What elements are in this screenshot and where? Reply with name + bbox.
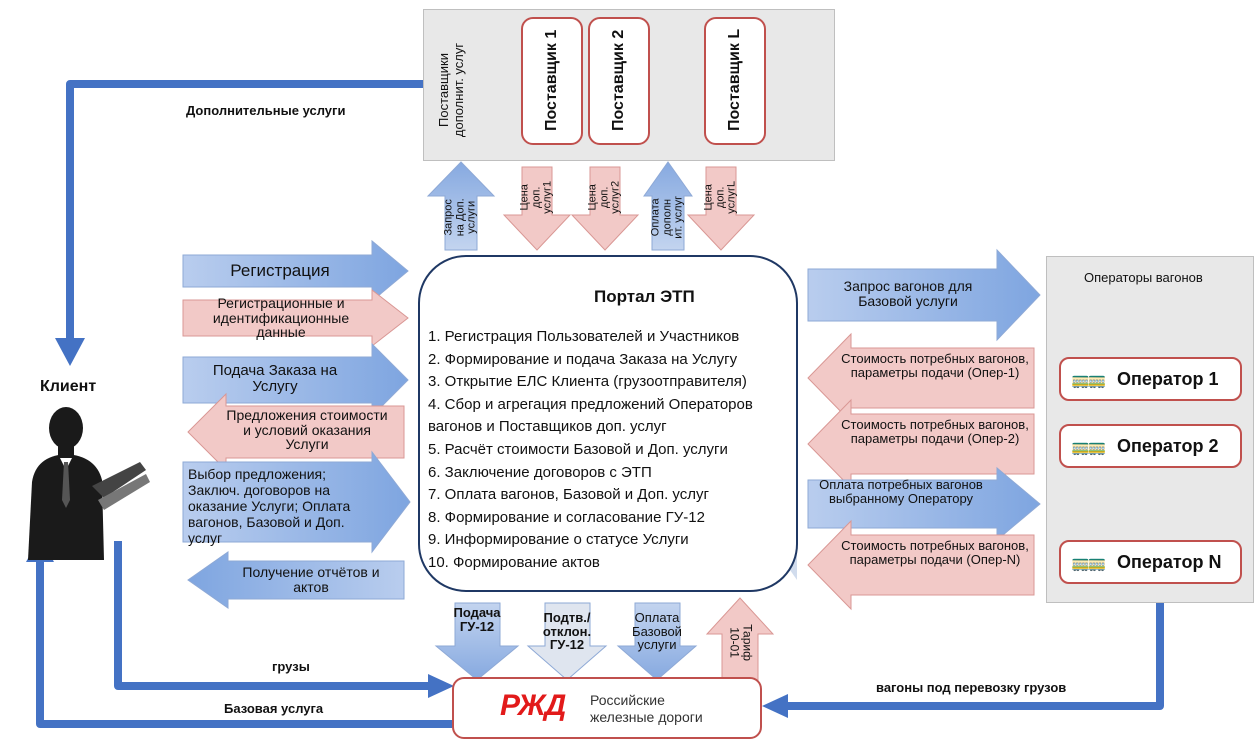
operator-1-label: Оператор 1: [1117, 369, 1219, 389]
left-arrows: [182, 239, 411, 609]
submit-gu12-label: Подача ГУ-12: [453, 605, 501, 634]
cargo-label: грузы: [272, 659, 310, 674]
right-arrows: [807, 248, 1041, 611]
request-wagons-label: Запрос вагонов для Базовой услуги: [843, 278, 973, 309]
arrow-request-additional: [426, 161, 496, 251]
arrow-pay-base: [616, 602, 698, 681]
price1-label: Цена доп. услуг1: [518, 180, 554, 214]
cost1-label: Стоимость потребных вагонов, параметры п…: [841, 351, 1029, 380]
arrow-price2: [570, 166, 640, 251]
supplier-2-label: Поставщик 2: [610, 29, 627, 131]
payment-additional-label: Оплата дополн ит. услуг: [649, 195, 685, 239]
reg-data-label: Регистрационные и идентификационные данн…: [212, 295, 350, 341]
arrow-reports: [187, 551, 405, 609]
portal-item: 9. Информирование о статусе Услуги: [428, 531, 689, 549]
wagons-arrowhead: [762, 694, 788, 718]
priceL-label: Цена доп. услугL: [702, 180, 738, 214]
client-label: Клиент: [40, 378, 97, 395]
operator-2-label: Оператор 2: [1117, 436, 1219, 456]
request-additional-label: Запрос на Доп. услуги: [442, 198, 478, 237]
registration-label: Регистрация: [230, 261, 330, 280]
portal-item: 5. Расчёт стоимости Базовой и Доп. услуг…: [428, 440, 728, 458]
rzd-box: РЖД Российские железные дороги: [452, 677, 762, 739]
portal-function-list: 1. Регистрация Пользователей и Участнико…: [428, 326, 798, 575]
portal-item: 10. Формирование актов: [428, 553, 600, 571]
supplier-l-label: Поставщик L: [726, 28, 743, 131]
portal-item: 6. Заключение договоров с ЭТП: [428, 463, 652, 481]
arrow-order: [182, 342, 409, 418]
arrow-payment-operator: [807, 466, 1041, 542]
arrow-costN: [807, 519, 1035, 611]
wagons-line: [786, 602, 1164, 710]
portal-item: 7. Оплата вагонов, Базовой и Доп. услуг: [428, 486, 709, 504]
operator-n-box: 🚃🚃 Оператор N: [1059, 540, 1242, 584]
additional-services-arrowhead: [55, 338, 85, 366]
supplier-1-label: Поставщик 1: [543, 29, 560, 131]
arrow-tariff: [705, 597, 775, 681]
arrow-registration: [182, 239, 409, 303]
rzd-name-line1: Российские: [590, 692, 665, 708]
portal-item: 3. Открытие ЕЛС Клиента (грузоотправител…: [428, 373, 747, 391]
wagons-icon: 🚃🚃: [1071, 439, 1106, 456]
reports-label: Получение отчётов и актов: [242, 564, 380, 595]
rzd-logo: РЖД: [500, 689, 566, 722]
suppliers-title: Поставщики дополнит. услуг: [436, 42, 466, 138]
operator-1-box: 🚃🚃 Оператор 1: [1059, 357, 1242, 401]
portal-title: Портал ЭТП: [594, 287, 695, 306]
top-arrows: [426, 161, 756, 251]
wagons-icon: 🚃🚃: [1071, 372, 1106, 389]
price2-label: Цена доп. услуг2: [586, 180, 622, 214]
costN-label: Стоимость потребных вагонов, параметры п…: [841, 538, 1029, 567]
arrow-choice: [182, 450, 411, 554]
portal-item: 1. Регистрация Пользователей и Участнико…: [428, 328, 740, 345]
base-service-line: [36, 560, 452, 728]
portal-item: 2. Формирование и подача Заказа на Услуг…: [428, 350, 738, 368]
portal-item: 4. Сбор и агрегация предложений Оператор…: [428, 395, 753, 413]
supplier-2-box: [588, 17, 650, 145]
arrow-cost1: [807, 332, 1035, 424]
order-label: Подача Заказа на Услугу: [212, 362, 338, 395]
arrow-confirm-gu12: [526, 602, 608, 681]
pay-base-label: Оплата Базовой услуги: [632, 610, 682, 653]
arrow-priceL: [686, 166, 756, 251]
confirm-gu12-label: Подтв./ отклон. ГУ-12: [542, 610, 592, 653]
arrow-reg-data: [182, 288, 409, 348]
cargo-line: [114, 541, 430, 690]
cost2-label: Стоимость потребных вагонов, параметры п…: [841, 417, 1029, 446]
arrow-payment-additional: [643, 161, 693, 251]
bottom-arrows: [434, 597, 775, 681]
operator-n-label: Оператор N: [1117, 552, 1222, 572]
additional-services-line: [66, 80, 423, 340]
arrow-submit-gu12: [434, 602, 520, 681]
portal-item: 8. Формирование и согласование ГУ-12: [428, 508, 705, 526]
cargo-arrowhead: [428, 674, 454, 698]
arrow-request-wagons: [807, 248, 1041, 342]
operators-title: Операторы вагонов: [1084, 270, 1203, 285]
operator-2-box: 🚃🚃 Оператор 2: [1059, 424, 1242, 468]
portal-box: [418, 255, 798, 592]
payment-operator-label: Оплата потребных вагонов выбранному Опер…: [819, 477, 983, 506]
client-figure: [28, 407, 150, 560]
choice-label: Выбор предложения; Заключ. договоров на …: [188, 466, 351, 546]
rzd-name-line2: железные дороги: [590, 709, 703, 725]
supplier-1-box: [521, 17, 583, 145]
additional-services-label: Дополнительные услуги: [186, 103, 346, 118]
base-service-label: Базовая услуга: [224, 701, 324, 716]
offers-label: Предложения стоимости и условий оказания…: [226, 407, 388, 453]
wagons-for-cargo-label: вагоны под перевозку грузов: [876, 680, 1067, 695]
supplier-l-box: [704, 17, 766, 145]
portal-item: вагонов и Поставщиков доп. услуг: [428, 418, 667, 436]
tariff-label: Тариф 10-01: [728, 624, 755, 661]
wagons-icon: 🚃🚃: [1071, 555, 1106, 572]
arrow-price1: [502, 166, 572, 251]
